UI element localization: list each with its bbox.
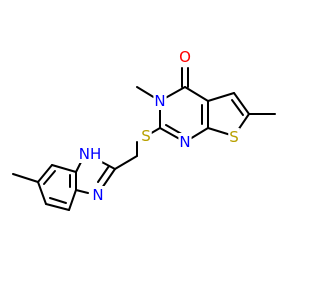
bond [43, 170, 56, 185]
bond [101, 168, 116, 189]
atom-label-background [178, 133, 192, 151]
oxygen-atom-label: O [179, 48, 191, 66]
sulfur-atom-label: S [229, 128, 239, 146]
bond [97, 165, 110, 183]
sulfur-atom-label: S [141, 127, 151, 145]
bond [114, 155, 138, 170]
bond [207, 92, 235, 102]
bond [51, 164, 77, 173]
atom-label-background [228, 128, 240, 146]
atom-label-background [140, 127, 152, 145]
nh-atom-label: NH [79, 145, 102, 163]
nitrogen-atom-label: N [179, 133, 190, 151]
bond [37, 181, 47, 205]
atom-label-background [77, 145, 103, 163]
bond [45, 203, 70, 211]
bond [231, 99, 244, 116]
atom-label-background [91, 186, 105, 204]
bond [68, 189, 77, 211]
molecule-canvas: O N N S S NH N [12, 48, 276, 211]
bond [233, 92, 250, 115]
bond [75, 189, 89, 194]
atom-label-background [178, 48, 192, 66]
nitrogen-atom-label: N [154, 92, 165, 110]
nitrogen-atom-label: N [92, 186, 103, 204]
atom-label-background [153, 92, 167, 110]
bond [49, 197, 67, 204]
bond [12, 173, 39, 183]
atom-labels: O N N S S NH N [79, 48, 239, 204]
structure-diagram: O N N S S NH N [12, 48, 276, 211]
bond [184, 86, 209, 102]
atom-label-backgrounds [77, 48, 240, 204]
bond [37, 164, 53, 183]
